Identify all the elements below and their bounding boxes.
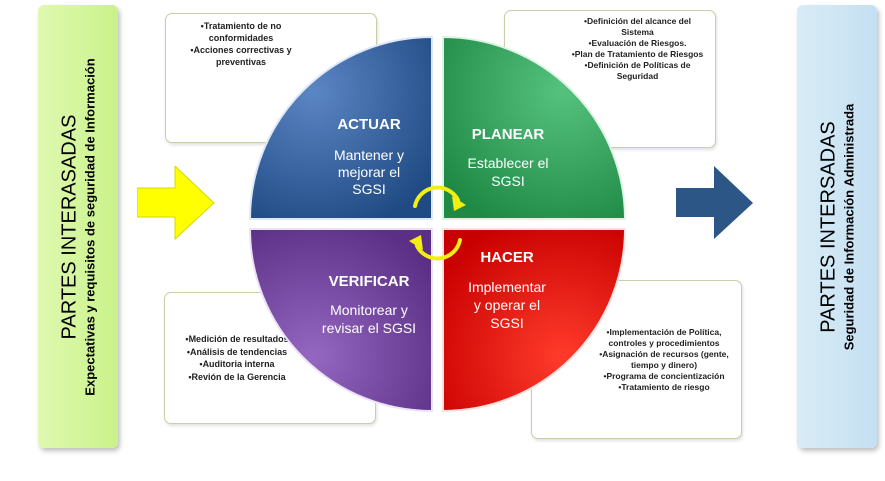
- cycle-arrows-icon: [409, 185, 466, 261]
- hacer-note-item: Tratamiento de riesgo: [590, 382, 738, 393]
- hacer-note-item: Programa de concientización: [590, 371, 738, 382]
- actuar-desc-2: mejorar el: [338, 164, 400, 180]
- actuar-note-item: Tratamiento de no conformidades: [176, 20, 306, 44]
- verificar-note-item: Medición de resultados: [177, 333, 297, 346]
- planear-desc-1: Establecer el: [468, 155, 549, 171]
- hacer-desc-1: Implementar: [468, 279, 546, 295]
- input-arrow-icon: [137, 166, 215, 240]
- verificar-desc-1: Monitorear y: [330, 302, 408, 318]
- verificar-note-item: Análisis de tendencias: [177, 346, 297, 359]
- hacer-desc-2: y operar el: [474, 297, 540, 313]
- actuar-title: ACTUAR: [337, 116, 400, 133]
- verificar-title: VERIFICAR: [329, 273, 410, 290]
- hacer-quadrant: [442, 228, 627, 413]
- right-stakeholder-panel: PARTES INTERSADAS Seguridad de Informaci…: [797, 5, 877, 448]
- hacer-desc-3: SGSI: [490, 315, 523, 331]
- output-arrow-shape: [676, 166, 753, 239]
- actuar-desc-1: Mantener y: [334, 147, 404, 163]
- planear-note-item: Plan de Tratamiento de Riesgos: [570, 49, 705, 60]
- actuar-desc-3: SGSI: [352, 181, 385, 197]
- planear-quadrant: [442, 35, 627, 220]
- input-arrow-shape: [137, 166, 215, 240]
- verificar-quadrant: [248, 228, 433, 413]
- actuar-quadrant: [248, 35, 433, 220]
- verificar-note-item: Revión de la Gerencia: [177, 371, 297, 384]
- hacer-note-item: Asignación de recursos (gente, tiempo y …: [590, 349, 738, 371]
- planear-note-item: Evaluación de Riesgos.: [570, 38, 705, 49]
- actuar-note-item: Acciones correctivas y preventivas: [176, 44, 306, 68]
- planear-note-item: Definición del alcance del Sistema: [570, 16, 705, 38]
- hacer-note-item: Implementación de Política, controles y …: [590, 327, 738, 349]
- verificar-desc-2: revisar el SGSI: [322, 320, 416, 336]
- left-stakeholder-panel: PARTES INTERASADAS Expectativas y requis…: [38, 5, 118, 448]
- planear-title: PLANEAR: [472, 126, 545, 143]
- hacer-title: HACER: [480, 249, 534, 266]
- planear-note-item: Definición de Políticas de Seguridad: [570, 60, 705, 82]
- verificar-note-item: Auditoria interna: [177, 358, 297, 371]
- output-arrow-icon: [676, 166, 753, 239]
- planear-desc-2: SGSI: [491, 173, 524, 189]
